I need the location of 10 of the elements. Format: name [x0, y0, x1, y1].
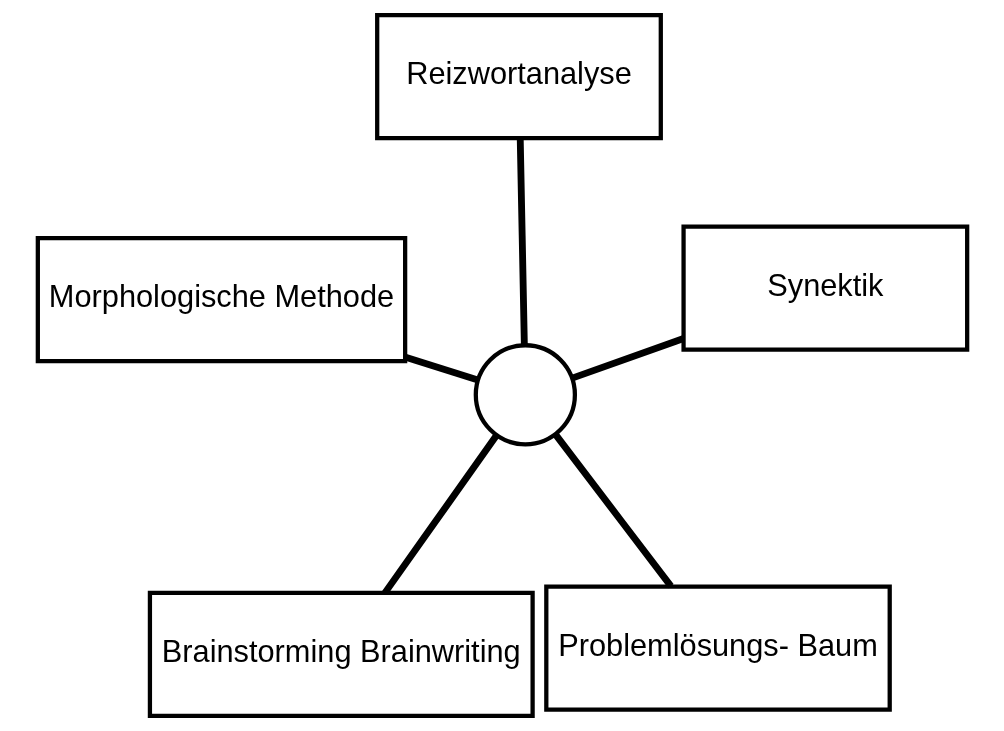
- connector: [552, 432, 674, 589]
- connector: [404, 354, 479, 384]
- connector: [570, 335, 685, 382]
- connector: [516, 138, 528, 346]
- node-box: Synektik: [680, 224, 969, 352]
- node-circle: [473, 343, 577, 447]
- node-box: Problemlösungs- Baum: [543, 584, 892, 712]
- node-box: Morphologische Methode: [35, 235, 407, 364]
- node-box: Reizwortanalyse: [374, 12, 663, 141]
- node-box: Brainstorming Brainwriting: [147, 590, 535, 719]
